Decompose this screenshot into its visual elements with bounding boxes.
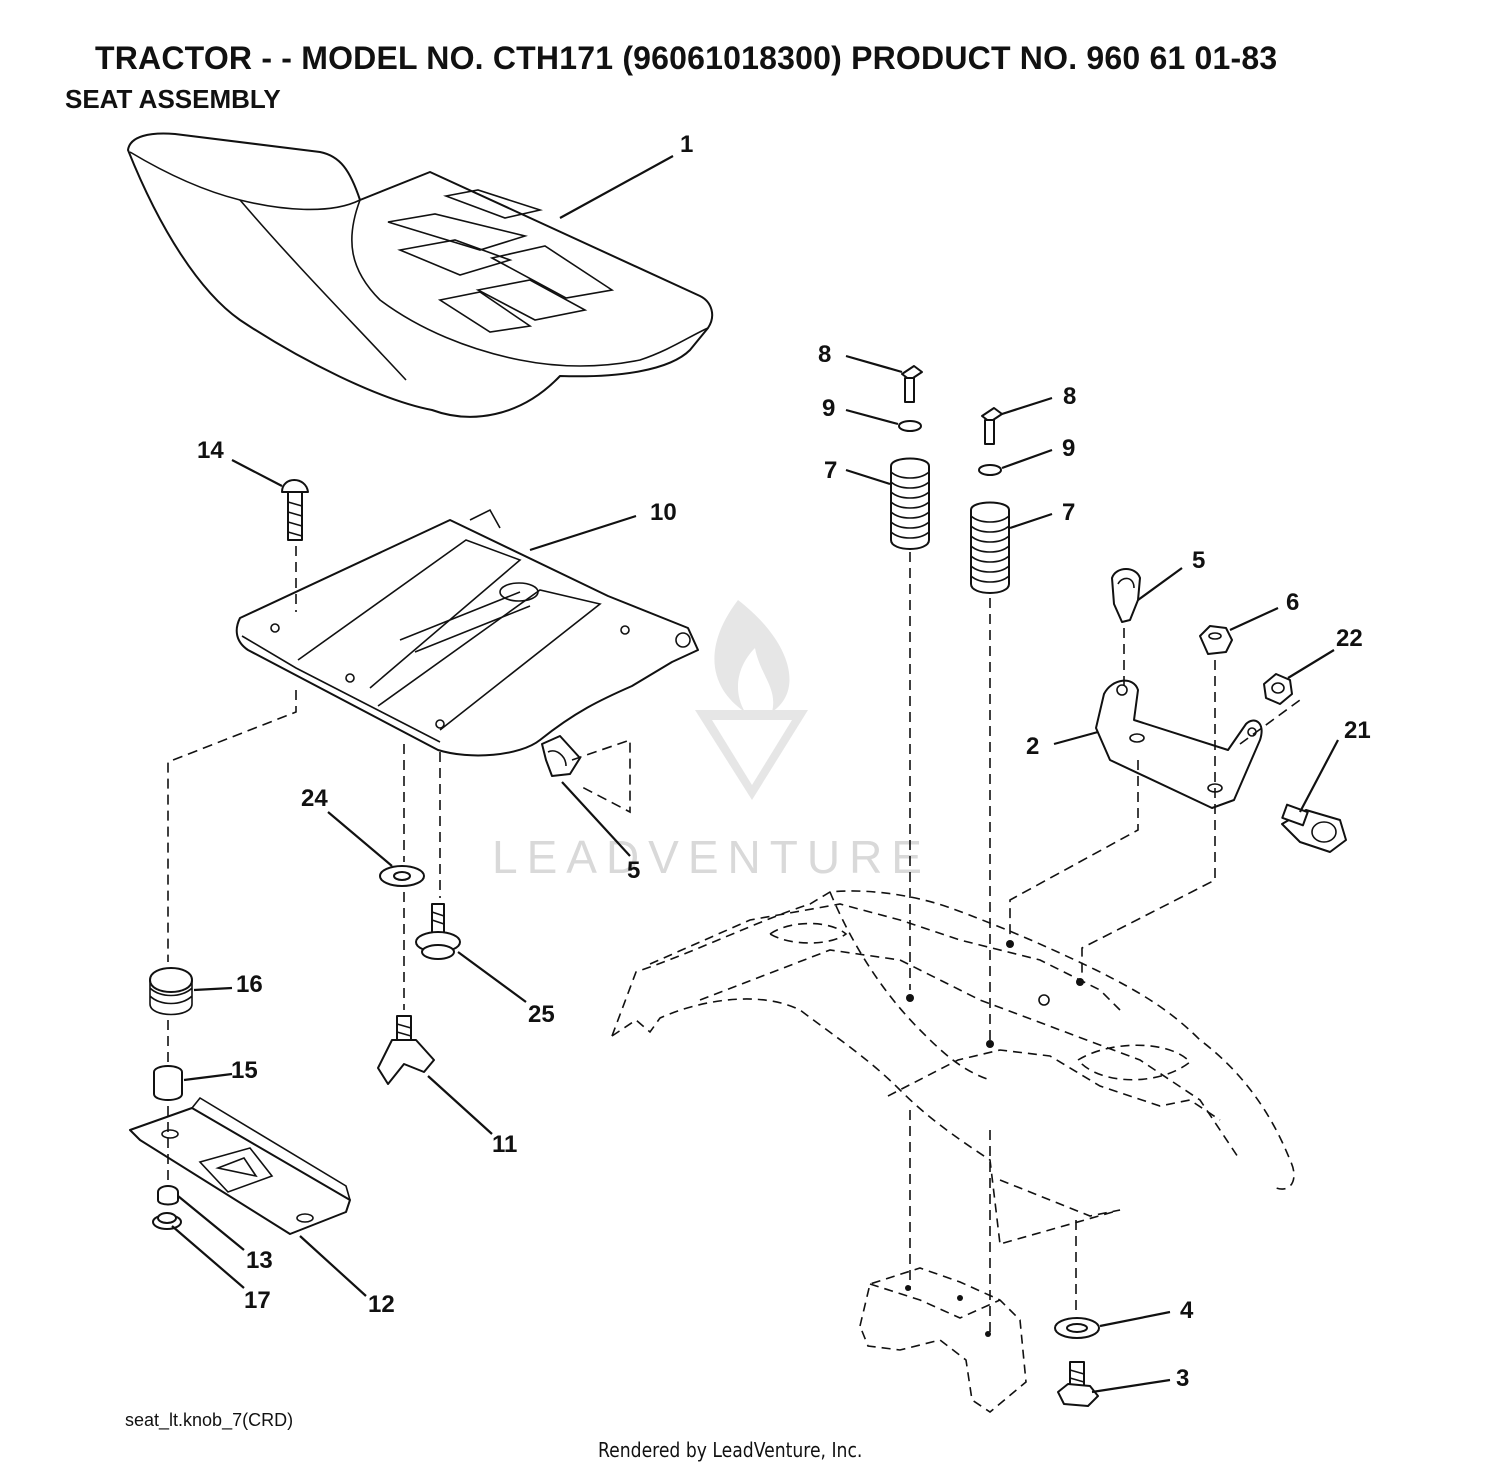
diagram-subtitle: SEAT ASSEMBLY xyxy=(65,84,281,114)
callout-9-right: 9 xyxy=(1062,435,1075,462)
callout-10: 10 xyxy=(650,499,677,526)
render-credit: Rendered by LeadVenture, Inc. xyxy=(598,1438,863,1462)
callout-labels: 1 14 10 24 5 25 16 15 11 13 17 12 8 9 7 … xyxy=(197,131,1371,1392)
spacer-15-part xyxy=(153,1065,183,1101)
callout-8-right: 8 xyxy=(1063,383,1076,410)
callout-9-left: 9 xyxy=(822,395,835,422)
callout-11: 11 xyxy=(492,1131,517,1158)
callout-5-right: 5 xyxy=(1192,547,1205,574)
washer-9-left-part xyxy=(898,420,922,432)
callout-12: 12 xyxy=(368,1291,395,1318)
seat-part xyxy=(127,132,714,418)
callout-1: 1 xyxy=(680,131,693,158)
leader-lines xyxy=(171,155,1339,1394)
nut-13-part xyxy=(157,1185,179,1206)
callout-4: 4 xyxy=(1180,1297,1194,1324)
bolt-21-part xyxy=(1281,803,1347,853)
watermark-logo: LEADVENTURE xyxy=(492,600,931,883)
assembly-lines xyxy=(167,546,1301,1334)
carriage-bolt-part xyxy=(281,479,309,541)
spring-7-left-part xyxy=(890,457,930,550)
seat-pan-part xyxy=(235,508,699,757)
bolt-8-right-part xyxy=(981,407,1003,445)
callout-21: 21 xyxy=(1344,717,1371,744)
callout-13: 13 xyxy=(246,1247,273,1274)
callout-7-right: 7 xyxy=(1062,499,1075,526)
bolt-8-left-part xyxy=(901,365,923,403)
callout-6: 6 xyxy=(1286,589,1299,616)
flange-nut-17-part xyxy=(152,1212,182,1230)
watermark-text: LEADVENTURE xyxy=(492,831,931,883)
callout-5-left: 5 xyxy=(627,857,640,884)
callout-16: 16 xyxy=(236,971,263,998)
bracket-2-part xyxy=(1095,679,1263,809)
callout-8-left: 8 xyxy=(818,341,831,368)
clip-5-left-part xyxy=(541,735,581,777)
washer-9-right-part xyxy=(978,464,1002,476)
diagram-title: TRACTOR - - MODEL NO. CTH171 (9606101830… xyxy=(95,40,1278,76)
callout-7-left: 7 xyxy=(824,457,837,484)
callout-17: 17 xyxy=(244,1287,271,1314)
callout-2: 2 xyxy=(1026,733,1039,760)
bracket-12-part xyxy=(129,1096,351,1235)
tractor-frame-outline xyxy=(611,890,1295,1413)
washer-24-part xyxy=(379,865,425,887)
washer-4-part xyxy=(1054,1317,1100,1339)
clip-5-right-part xyxy=(1111,568,1141,623)
callout-25: 25 xyxy=(528,1001,555,1028)
file-reference: seat_lt.knob_7(CRD) xyxy=(125,1410,294,1430)
callout-24: 24 xyxy=(301,785,328,812)
nut-6-part xyxy=(1199,625,1233,655)
spring-7-right-part xyxy=(970,501,1010,594)
spring-16-part xyxy=(149,967,193,1016)
callout-15: 15 xyxy=(231,1057,258,1084)
shoulder-bolt-25-part xyxy=(415,903,461,960)
knob-11-part xyxy=(377,1015,435,1085)
callout-3: 3 xyxy=(1176,1365,1189,1392)
callout-22: 22 xyxy=(1336,625,1363,652)
bolt-3-part xyxy=(1057,1361,1099,1407)
nut-22-part xyxy=(1263,673,1293,705)
callout-14: 14 xyxy=(197,437,224,464)
